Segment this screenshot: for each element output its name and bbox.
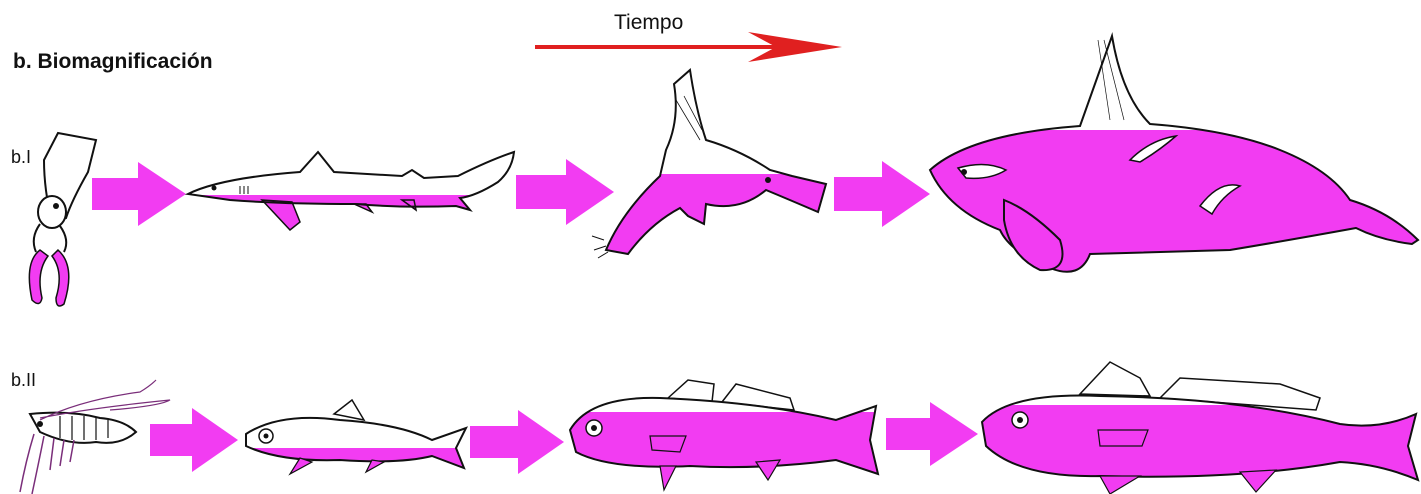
medium-fish: [570, 380, 878, 490]
arrow-smallfish-to-mediumfish: [470, 410, 564, 474]
arrow-mediumfish-to-largefish: [886, 402, 978, 466]
small-fish: [246, 400, 466, 474]
arrow-squid-to-shark: [92, 162, 186, 226]
arrow-krill-to-smallfish: [150, 408, 238, 472]
squid: [29, 133, 96, 306]
arrow-sealion-to-orca: [834, 161, 930, 227]
krill: [20, 380, 170, 494]
shark: [188, 152, 514, 230]
arrow-shark-to-sealion: [516, 159, 614, 225]
large-fish: [982, 362, 1418, 494]
orca: [930, 36, 1418, 272]
sea-lion: [592, 70, 826, 258]
time-arrow: [535, 32, 842, 62]
